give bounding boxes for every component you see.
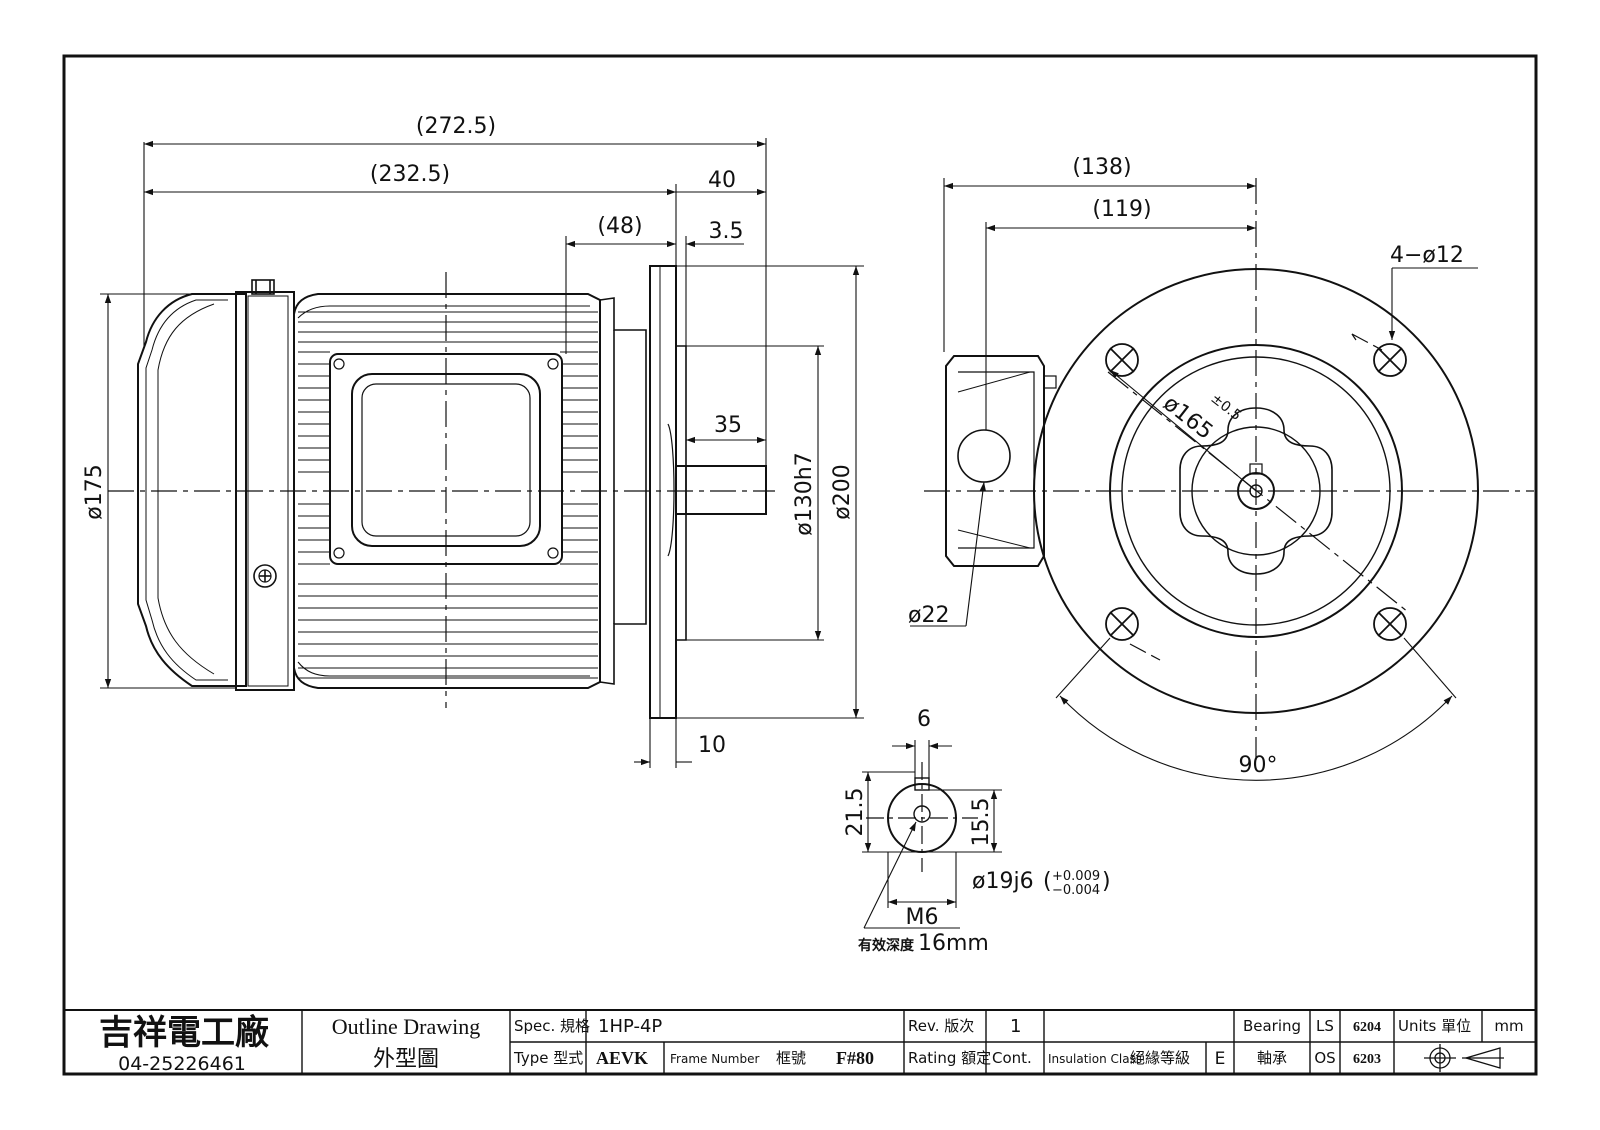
company-name: 吉祥電工廠 — [99, 1013, 269, 1053]
dim-width-overall: (138) — [1072, 155, 1131, 180]
projection-symbol — [1424, 1044, 1504, 1072]
flange — [649, 265, 677, 719]
spigot — [676, 345, 687, 641]
title-block — [64, 1009, 1536, 1074]
ls-label: LS — [1316, 1017, 1334, 1035]
insulation-value: E — [1215, 1049, 1226, 1069]
ls-value: 6204 — [1353, 1020, 1381, 1035]
dim-mount-holes: 4−ø12 — [1390, 243, 1464, 268]
drawing-title-en: Outline Drawing — [332, 1014, 480, 1039]
spec-label: Spec. 規格 — [514, 1017, 590, 1035]
dim-key-length: 35 — [714, 413, 742, 438]
dim-width-to-center: (119) — [1092, 197, 1151, 222]
mount-hole-tr — [1373, 343, 1407, 377]
dim-overall-length: (272.5) — [416, 114, 496, 139]
dim-shaft-height: 15.5 — [969, 798, 994, 847]
side-centerlines — [108, 272, 775, 708]
dim-key-height: 21.5 — [843, 788, 868, 837]
shaft-detail-dimensions — [862, 740, 1002, 929]
dim-conduit-dia: ø22 — [908, 603, 949, 628]
rev-value: 1 — [1010, 1016, 1021, 1037]
front-view — [924, 178, 1534, 760]
dim-tol-upper: +0.009 — [1052, 869, 1100, 884]
company-phone: 04-25226461 — [118, 1053, 246, 1075]
frame-label: Frame Number — [670, 1052, 759, 1066]
cooling-fins — [297, 305, 598, 679]
mount-hole-tl — [1105, 343, 1139, 377]
bearing-zh: 軸承 — [1257, 1049, 1287, 1067]
bearing-housing — [599, 297, 647, 685]
units-label: Units 單位 — [1398, 1017, 1471, 1035]
dim-pcd-tol: ±0.5 — [1208, 391, 1245, 425]
dim-shaft-extension: 40 — [708, 168, 736, 193]
drawing-border — [62, 54, 1538, 1076]
mount-hole-br — [1373, 607, 1407, 641]
shaft-detail-labels: 6 21.5 15.5 ø19j6 ( +0.009 −0.004 ) M6 有… — [843, 707, 1111, 956]
insulation-label: Insulation Class — [1048, 1052, 1142, 1066]
fan-cover — [137, 293, 247, 687]
os-value: 6203 — [1353, 1052, 1381, 1067]
mount-hole-bl — [1105, 607, 1139, 641]
front-dimensions — [910, 178, 1478, 781]
frame-value: F#80 — [836, 1048, 874, 1068]
conduit-hole — [957, 429, 1011, 483]
dim-thread: M6 — [906, 905, 939, 930]
dim-thread-depth: 16mm — [918, 931, 989, 956]
dim-tol-lower: −0.004 — [1052, 883, 1100, 898]
bearing-label: Bearing — [1243, 1017, 1301, 1035]
side-view — [108, 265, 775, 719]
dim-frame-dia: ø175 — [82, 464, 107, 519]
dim-hole-angle: 90° — [1239, 753, 1278, 778]
insulation-zh: 絕緣等級 — [1130, 1049, 1190, 1067]
side-dimension-labels: (272.5) (232.5) 40 (48) 3.5 35 10 ø175 ø… — [82, 114, 855, 758]
dim-spigot-dia: ø130h7 — [792, 452, 817, 535]
dim-flange-dia: ø200 — [830, 464, 855, 519]
tol-paren-close: ) — [1102, 869, 1111, 894]
rev-label: Rev. 版次 — [908, 1017, 974, 1035]
dim-shaft-dia: ø19j6 — [972, 869, 1034, 894]
drawing-title-zh: 外型圖 — [373, 1047, 439, 1072]
front-dimension-labels: (138) (119) 4−ø12 ø165 ±0.5 ø22 90° — [908, 155, 1464, 778]
shaft-detail — [866, 762, 978, 872]
os-label: OS — [1314, 1049, 1335, 1067]
rating-value: Cont. — [992, 1049, 1032, 1067]
frame-zh: 框號 — [776, 1049, 806, 1067]
front-centerlines — [924, 178, 1534, 760]
side-dimensions — [100, 138, 864, 768]
spec-value: 1HP-4P — [598, 1016, 662, 1037]
tol-paren-open: ( — [1043, 869, 1052, 894]
rating-label: Rating 額定 — [908, 1049, 991, 1067]
dim-flange-to-box: (48) — [597, 214, 642, 239]
top-bolt — [251, 279, 275, 295]
ground-screw — [253, 564, 277, 588]
mount-holes — [1105, 343, 1407, 641]
units-value: mm — [1494, 1017, 1523, 1035]
title-block-text: 吉祥電工廠 04-25226461 Outline Drawing 外型圖 Sp… — [99, 1013, 1524, 1075]
type-label: Type 型式 — [513, 1049, 583, 1067]
dim-flange-gap: 3.5 — [709, 219, 744, 244]
dim-body-length: (232.5) — [370, 162, 450, 187]
dim-flange-thickness: 10 — [698, 733, 726, 758]
dim-key-width: 6 — [917, 707, 931, 732]
terminal-box-side — [945, 355, 1045, 567]
dim-thread-depth-label: 有效深度 — [858, 937, 915, 954]
shaft — [675, 465, 767, 515]
type-value: AEVK — [596, 1048, 648, 1068]
